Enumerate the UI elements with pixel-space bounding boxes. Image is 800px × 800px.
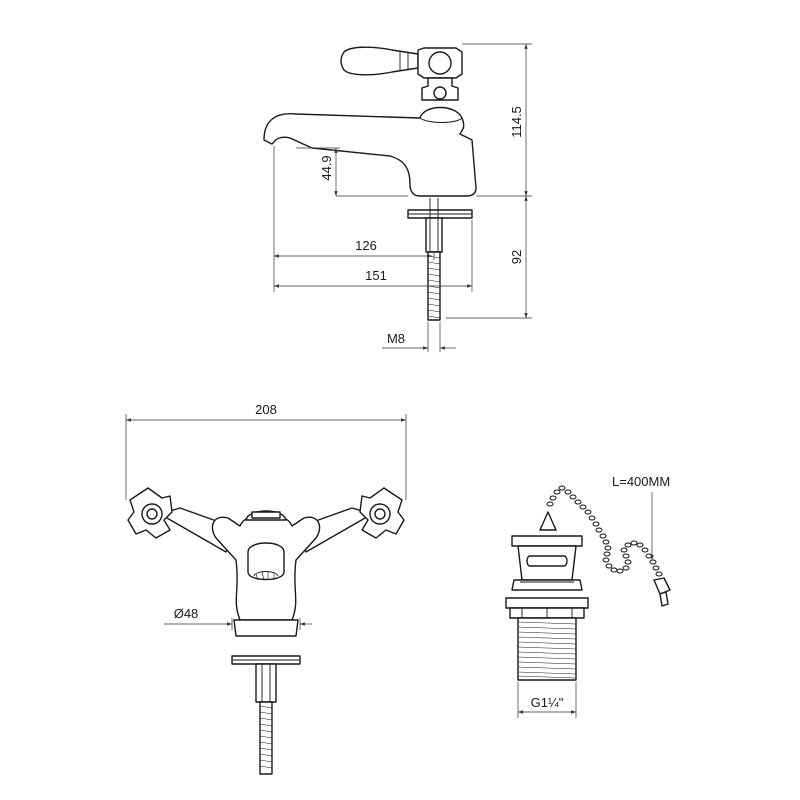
hub-cap: [428, 51, 452, 75]
waste-flange: [505, 597, 589, 609]
dim-92-label: 92: [509, 250, 524, 264]
waste-plug-head: [511, 535, 583, 547]
waste-thread-label: G1¼": [531, 695, 564, 710]
dim-126-label: 126: [355, 238, 377, 253]
tap-body: [263, 106, 477, 197]
plug-chain: [546, 485, 663, 577]
chain-length-label: L=400MM: [612, 474, 670, 489]
fixing-shank: [425, 217, 443, 253]
dim-151-label: 151: [365, 268, 387, 283]
front-elevation-view: 208 Ø48: [125, 402, 407, 775]
chain-hook: [539, 511, 557, 531]
side-elevation-view: 114.5 92 44.9 126 151 M8: [263, 43, 532, 352]
lever-handle: [340, 46, 419, 76]
chain-end-toggle: [653, 577, 671, 595]
front-threaded-rod: [259, 701, 273, 775]
spout-outlet: [247, 542, 285, 581]
dim-m8-label: M8: [387, 331, 405, 346]
click-clack-waste-view: L=400MM G1¼": [505, 474, 671, 718]
dim-114-5-label: 114.5: [509, 106, 524, 138]
dim-208-label: 208: [255, 402, 277, 417]
base-flange: [233, 619, 299, 637]
dim-dia-48-label: Ø48: [174, 606, 199, 621]
dim-44-9-label: 44.9: [319, 155, 334, 180]
waste-plug-slot: [526, 555, 568, 567]
front-shank: [255, 663, 277, 703]
